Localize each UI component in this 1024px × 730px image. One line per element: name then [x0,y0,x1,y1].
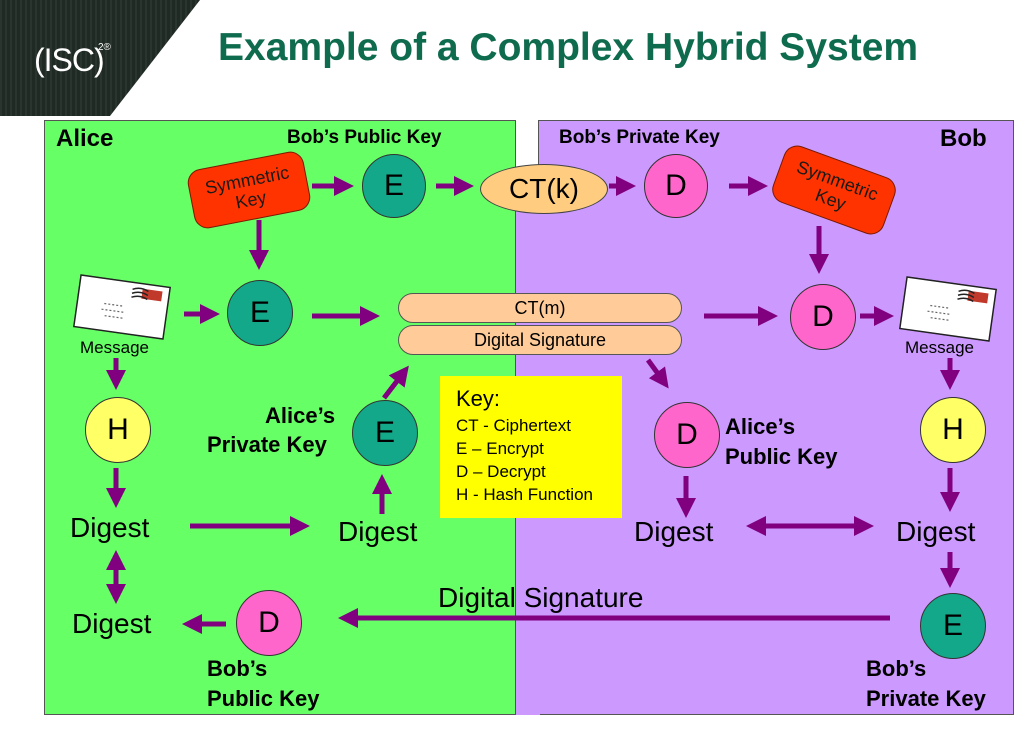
alice-message-envelope-icon [72,274,172,340]
alice-sign-node: E [352,400,418,466]
bob-message-envelope-icon [898,276,998,342]
encrypt-message-node: E [227,280,293,346]
alice-public-key-line1: Alice’s [725,414,796,439]
legend-box: Key: CT - Ciphertext E – Encrypt D – Dec… [440,376,622,518]
legend-item-decrypt: D – Decrypt [456,462,546,481]
legend-title: Key: [456,386,501,411]
alice-digest-decrypted: Digest [72,608,152,639]
bob-private-key-bottom-line1: Bob’s [866,656,927,681]
slide-title: Example of a Complex Hybrid System [218,26,919,69]
alice-digest-sign: Digest [338,516,418,547]
legend-item-encrypt: E – Encrypt [456,439,544,458]
legend-item-ciphertext: CT - Ciphertext [456,416,571,435]
alice-hash-node: H [85,397,151,463]
arrow-signature-to-verify [645,358,669,389]
bob-hash-node: H [920,397,986,463]
bob-verify-node: D [654,402,720,468]
legend-item-hash: H - Hash Function [456,485,593,504]
bob-digest-verified: Digest [634,516,714,547]
alice-message-label: Message [80,338,149,357]
isc2-logo-superscript: 2® [98,42,111,53]
arrow-sign-to-signature [382,365,409,400]
bob-digest-hash: Digest [896,516,976,547]
encrypt-key-node: E [362,154,426,218]
bob-public-key-bottom-line2: Public Key [207,686,320,711]
decrypt-message-node: D [790,284,856,350]
bob-private-key-label: Bob’s Private Key [559,127,720,148]
bob-label: Bob [940,125,987,152]
bob-public-key-label: Bob’s Public Key [287,127,442,148]
isc2-logo: (ISC) [34,42,105,78]
bob-sign-node: E [920,593,986,659]
digital-signature-pill: Digital Signature [398,325,682,355]
ciphertext-message: CT(m) [398,293,682,323]
alice-digest-hash: Digest [70,512,150,543]
bob-private-key-bottom-line2: Private Key [866,686,986,711]
alice-decrypt-node: D [236,590,302,656]
decrypt-key-node: D [644,154,708,218]
alice-private-key-line2: Private Key [207,432,327,457]
alice-public-key-line2: Public Key [725,444,838,469]
digital-signature-flow-label: Digital Signature [438,582,644,613]
alice-label: Alice [56,125,114,152]
bob-public-key-bottom-line1: Bob’s [207,656,268,681]
alice-private-key-line1: Alice’s [265,403,336,428]
bob-message-label: Message [905,338,974,357]
ciphertext-key: CT(k) [480,164,608,214]
